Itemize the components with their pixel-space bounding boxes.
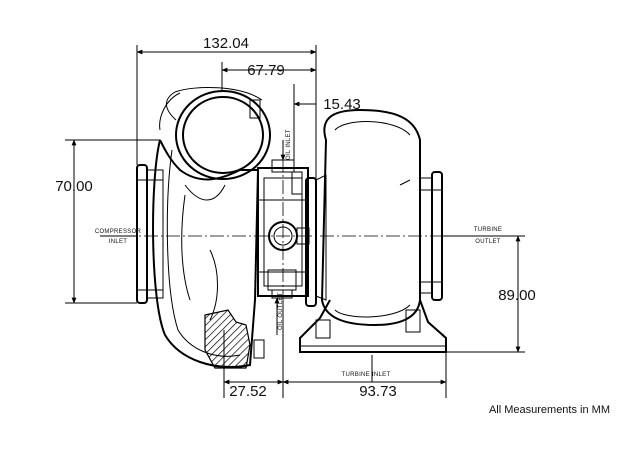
- center-housing: [257, 159, 317, 307]
- dim-93-73: 93.73: [359, 383, 397, 400]
- compressor-housing: [136, 86, 271, 369]
- dim-15-43: 15.43: [323, 96, 361, 113]
- label-oil-outlet: OIL OUTLET: [278, 292, 284, 330]
- dim-132-04: 132.04: [203, 35, 249, 52]
- dim-70-00: 70.00: [55, 178, 93, 195]
- label-turbine-inlet: TURBINE INLET: [342, 372, 391, 378]
- dimension-lines: [65, 45, 525, 398]
- label-turbine-outlet-2: OUTLET: [475, 239, 501, 245]
- label-compressor-inlet-1: COMPRESSOR: [95, 229, 142, 235]
- label-turbine-outlet-1: TURBINE: [474, 227, 502, 233]
- turbine-housing: [299, 108, 447, 353]
- measurement-note: All Measurements in MM: [489, 404, 610, 416]
- label-oil-inlet: OIL INLET: [286, 129, 292, 160]
- dim-27-52: 27.52: [229, 383, 267, 400]
- dim-89-00: 89.00: [498, 287, 536, 304]
- dim-67-79: 67.79: [247, 62, 285, 79]
- label-compressor-inlet-2: INLET: [109, 239, 128, 245]
